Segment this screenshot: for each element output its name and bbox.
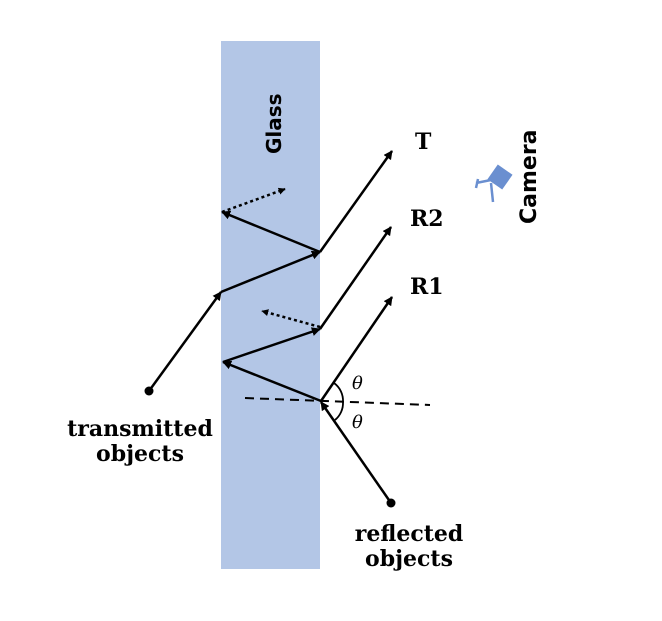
internal-ray-4 bbox=[221, 210, 321, 254]
transmitted-incident-ray bbox=[147, 291, 223, 392]
incident-ray bbox=[319, 401, 393, 504]
r2-ray bbox=[318, 226, 393, 330]
glass-pane bbox=[221, 41, 320, 569]
reflected-object-dot bbox=[386, 498, 396, 508]
t-label: T bbox=[415, 129, 432, 155]
t-ray bbox=[318, 150, 394, 253]
dotted-leak-lower bbox=[261, 309, 321, 329]
transmitted-objects-line2: objects bbox=[96, 441, 184, 467]
dotted-leak-upper bbox=[221, 187, 286, 214]
r1-ray bbox=[319, 296, 394, 402]
camera-icon bbox=[474, 164, 513, 203]
transmitted-object-dot bbox=[144, 386, 154, 396]
reflected-objects-line1: reflected bbox=[355, 521, 464, 547]
angle-arc-lower bbox=[334, 401, 344, 421]
r1-label: R1 bbox=[410, 274, 444, 300]
transmitted-objects-line1: transmitted bbox=[67, 416, 213, 442]
camera-label: Camera bbox=[517, 129, 542, 224]
internal-ray-1 bbox=[222, 360, 322, 403]
theta-lower: θ bbox=[352, 412, 363, 433]
glass-label: Glass bbox=[262, 93, 286, 154]
r2-label: R2 bbox=[410, 206, 444, 232]
reflected-objects-line2: objects bbox=[365, 546, 453, 572]
normal-line bbox=[244, 397, 431, 406]
theta-upper: θ bbox=[352, 373, 363, 394]
internal-ray-2 bbox=[222, 327, 321, 364]
angle-arc-upper bbox=[333, 382, 344, 403]
internal-ray-3 bbox=[220, 250, 321, 294]
